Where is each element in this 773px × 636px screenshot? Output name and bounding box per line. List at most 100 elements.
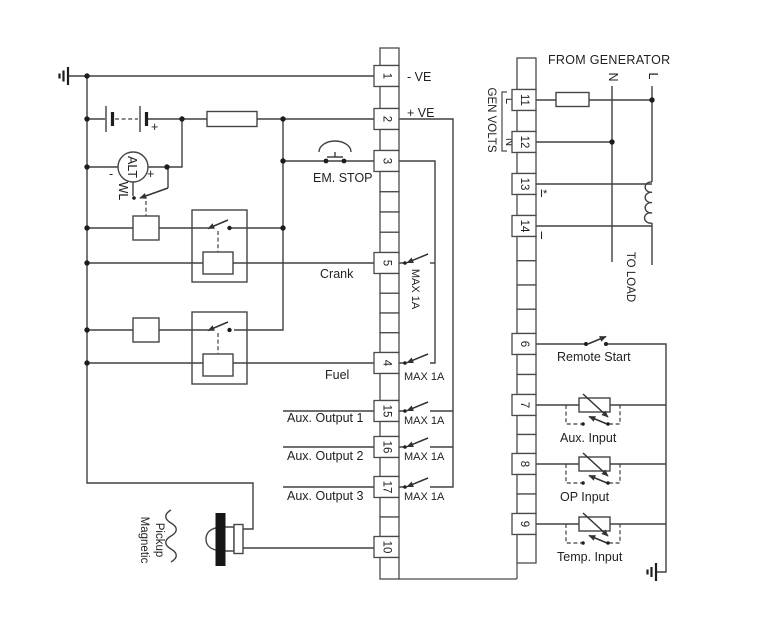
max1a-label-15: MAX 1A (404, 415, 445, 427)
strip-cell (379, 85, 400, 110)
terminal-number: 14 (518, 220, 530, 233)
strip-cell (379, 556, 400, 580)
fuel-aux-box (132, 317, 160, 343)
op-input-label: OP Input (560, 490, 610, 504)
terminal-number: 4 (381, 360, 393, 367)
strip-cell (379, 496, 400, 518)
controller-bottom-edge (399, 563, 518, 580)
strip-cell (379, 312, 400, 334)
magnetic-label: Magnetic (138, 517, 150, 564)
fuel-relay-coil (202, 353, 234, 377)
fuel-label: Fuel (325, 368, 349, 382)
strip-cell (516, 151, 537, 175)
strip-cell (516, 373, 537, 396)
dashed-links (115, 118, 621, 544)
strip-cell (516, 109, 537, 133)
earth-icon (58, 67, 70, 85)
internal-bus-3 (399, 160, 436, 364)
strip-cell (516, 57, 537, 91)
magnetic-pickup-icon (165, 509, 244, 566)
strip-cell (379, 516, 400, 538)
strip-cell (379, 456, 400, 478)
strip-cell (379, 332, 400, 354)
ct-s1-label: I* (540, 188, 548, 200)
strip-cell (516, 414, 537, 436)
terminal-number: 11 (518, 94, 530, 106)
crank-relay-outline (191, 209, 248, 283)
right-ground-bus (606, 343, 667, 573)
strip-cell (379, 292, 400, 314)
gen-volts-bracket (501, 91, 507, 152)
op-input-alt-path (565, 464, 621, 484)
crank-label: Crank (320, 267, 354, 281)
terminal-number: 10 (381, 541, 393, 554)
ct-coil-icon (643, 181, 653, 224)
strip-cell (516, 193, 537, 217)
alt-plus-label: + (147, 167, 154, 181)
strip-cell (379, 191, 400, 213)
strip-cell (516, 235, 537, 262)
input-switch-icons (581, 415, 610, 545)
terminal-number: 15 (381, 405, 393, 418)
strip-cell (379, 420, 400, 438)
terminal-number: 12 (518, 136, 530, 149)
fuel-relay-outline (191, 311, 248, 385)
generator-fuse (555, 91, 590, 108)
junction-dots (84, 73, 655, 366)
remote-start-switch-icon (584, 335, 608, 346)
aux-input-alt-path (565, 405, 621, 425)
strip-cell (516, 353, 537, 376)
terminal-number: 9 (518, 521, 530, 527)
max1a-label-17: MAX 1A (404, 491, 445, 503)
strip-cell (379, 211, 400, 233)
contact-left-stubs (399, 262, 404, 488)
strip-cell (516, 533, 537, 564)
strip-cell (516, 433, 537, 455)
alt-output-wire (148, 119, 183, 168)
em-stop-label: EM. STOP (313, 171, 373, 185)
alt-minus-label: - (109, 167, 113, 181)
remote-start-label: Remote Start (557, 350, 631, 364)
terminal-number: 17 (381, 481, 393, 494)
max1a-label-4: MAX 1A (404, 371, 445, 383)
neg-ve-label: - VE (407, 70, 431, 84)
max1a-vertical-label: MAX 1A (409, 269, 421, 310)
aux-output2-label: Aux. Output 2 (287, 449, 363, 463)
left-bus-wire (86, 76, 254, 530)
terminal-number: 5 (381, 260, 393, 266)
pos-ve-label: + VE (407, 106, 434, 120)
strip-cell (379, 128, 400, 152)
strip-cell (379, 231, 400, 254)
strip-cell (379, 372, 400, 402)
temp-input-label: Temp. Input (557, 550, 623, 564)
ct-s2-label: I (540, 230, 543, 242)
variable-resistor-arrows (582, 393, 609, 537)
aux-input-label: Aux. Input (560, 431, 617, 445)
alt-label: ALT (125, 156, 139, 178)
gen-volts-l-label: L (503, 98, 515, 105)
aux-output1-label: Aux. Output 1 (287, 411, 363, 425)
gen-volts-n-label: N (503, 138, 515, 146)
wires (68, 75, 667, 580)
em-stop-icon (318, 140, 352, 164)
wl-relay-box (132, 215, 160, 241)
text-labels: FROM GENERATOR N L GEN VOLTS L N I* I TO… (109, 53, 670, 564)
strip-cell (516, 260, 537, 286)
strip-cell (516, 308, 537, 335)
strip-cell (516, 493, 537, 515)
terminal-number: 16 (381, 441, 393, 454)
gen-volts-label: GEN VOLTS (485, 88, 497, 153)
strip-cell (379, 47, 400, 67)
plus-ve-bus (234, 119, 284, 331)
max1a-label-16: MAX 1A (404, 451, 445, 463)
pickup-label: Pickup (153, 523, 165, 558)
strip-cell (516, 284, 537, 310)
terminal-number: 7 (518, 402, 530, 408)
strip-cell (379, 170, 400, 193)
terminal-number: 6 (518, 341, 530, 347)
neutral-label: N (606, 72, 620, 81)
terminal-number: 1 (381, 73, 393, 79)
component-boxes (132, 91, 611, 532)
